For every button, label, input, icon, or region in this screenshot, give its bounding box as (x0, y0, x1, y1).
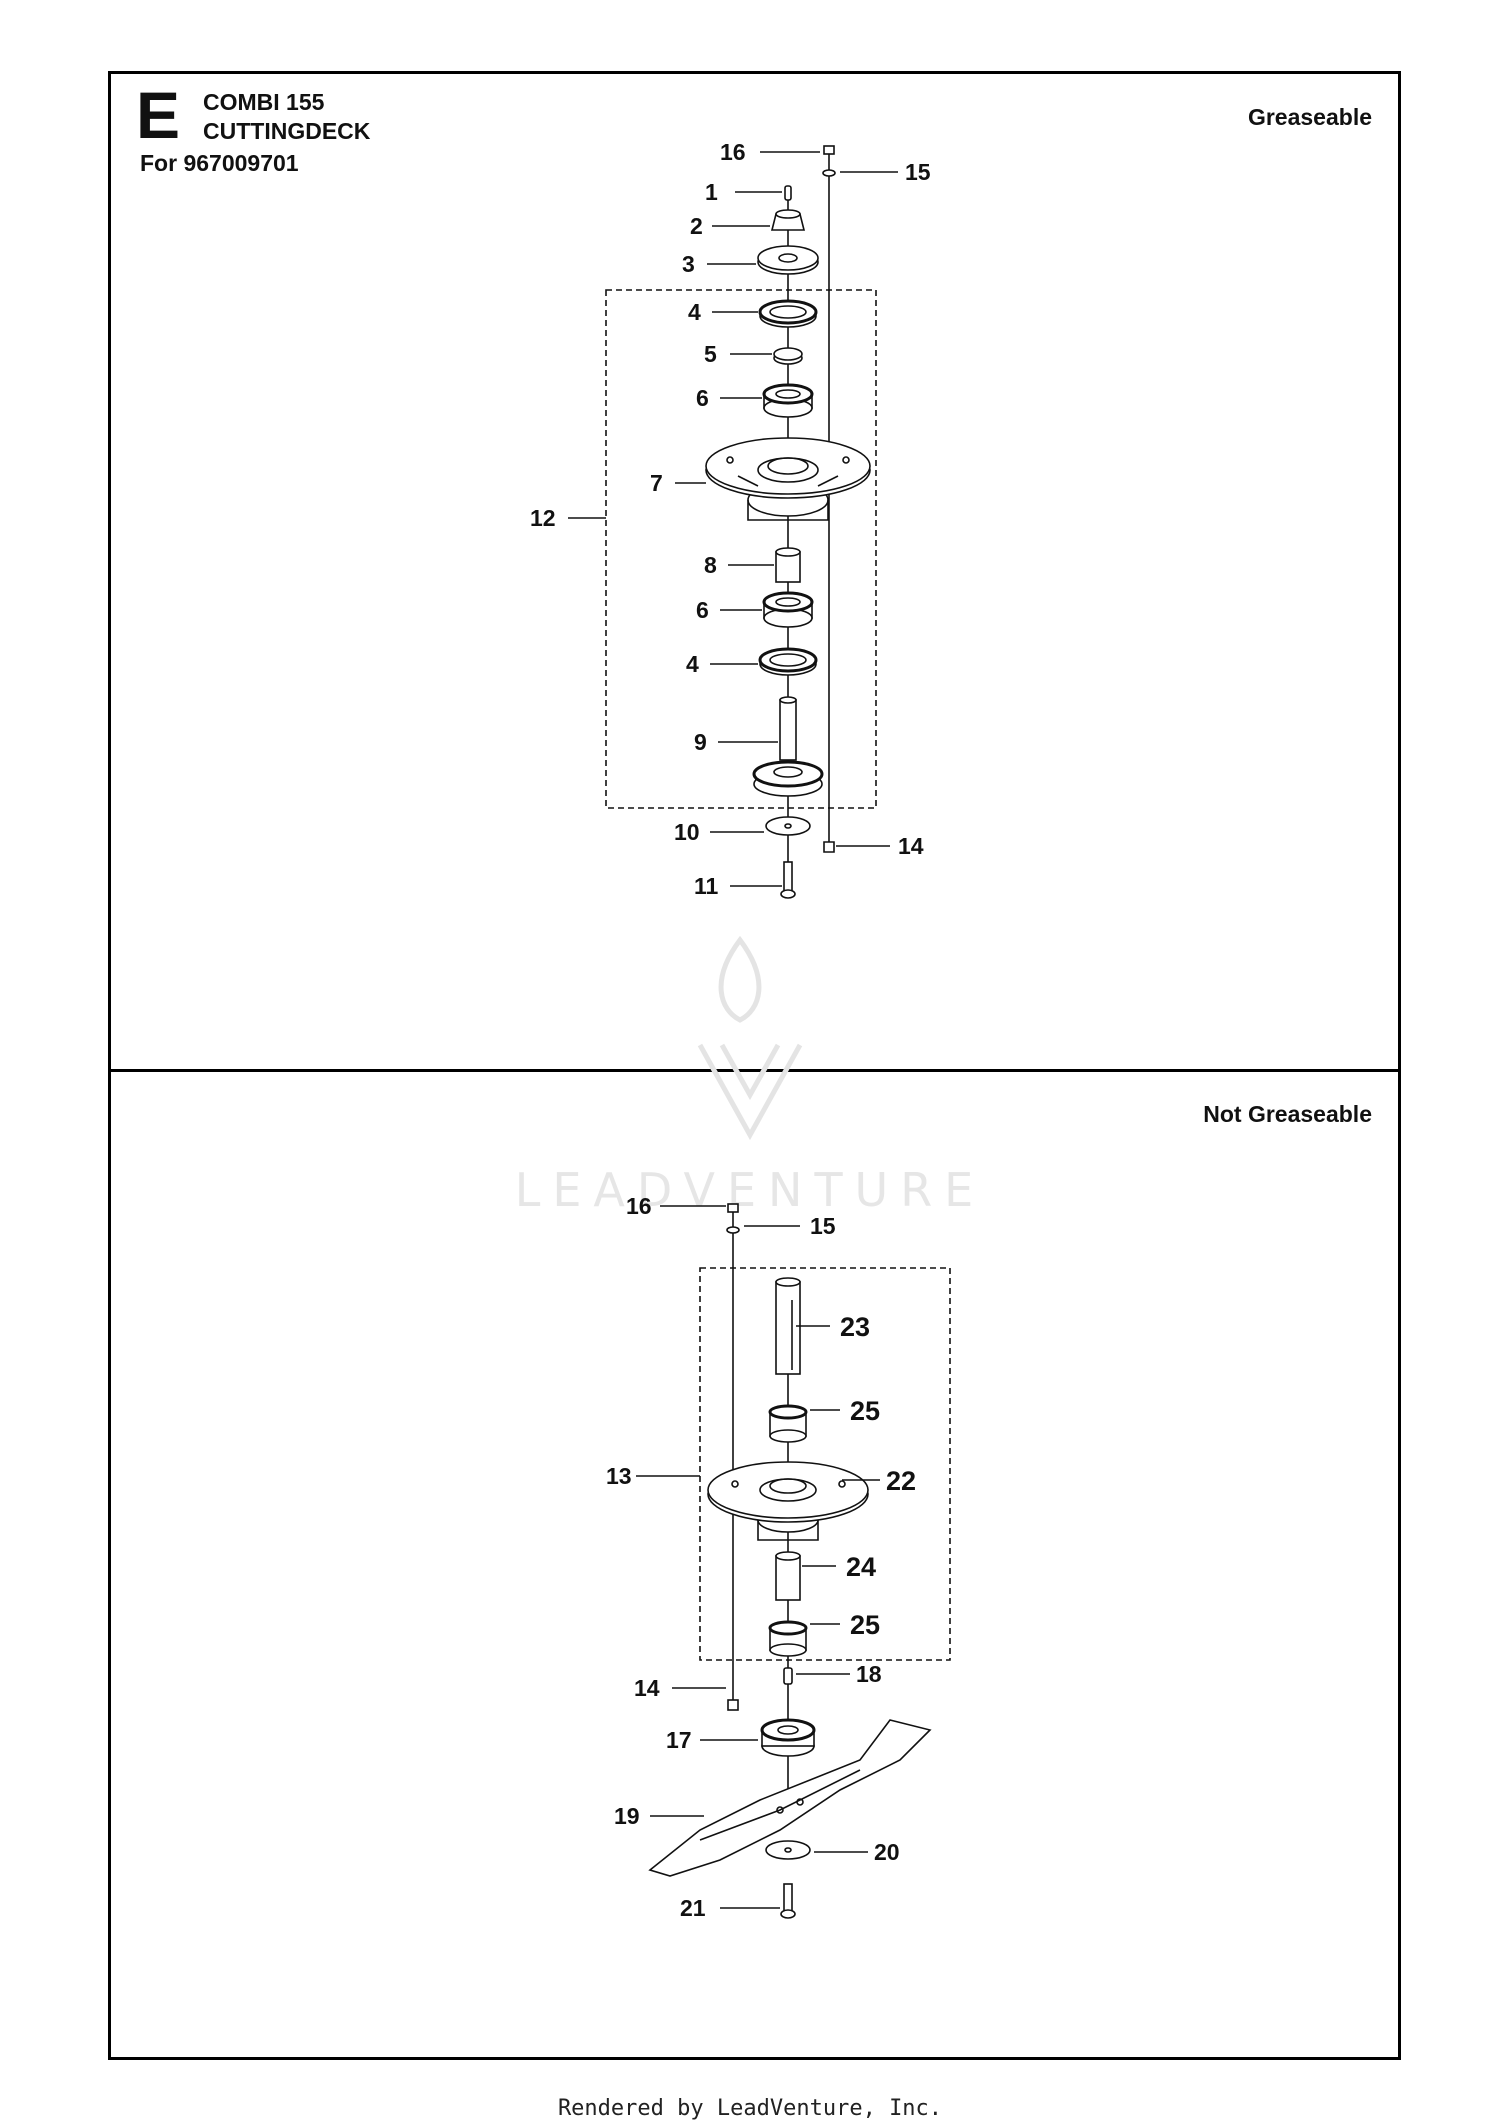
assembly-box-12 (605, 289, 877, 809)
callout-2: 2 (690, 213, 703, 239)
part-15-washer (822, 169, 836, 177)
top-callouts: 16 15 1 2 3 4 5 6 7 12 8 6 4 9 10 14 11 (530, 139, 931, 899)
callout-14: 14 (898, 833, 924, 859)
part-22-housing (707, 1461, 869, 1541)
callout-21: 21 (680, 1895, 706, 1921)
callout-1: 1 (705, 179, 718, 205)
model-line-2: CUTTINGDECK (203, 118, 371, 144)
callout-3: 3 (682, 251, 695, 277)
part-21-bolt (780, 1883, 796, 1919)
callout-15: 15 (905, 159, 931, 185)
part-10-washer (765, 816, 811, 836)
part-24-sleeve (775, 1555, 801, 1601)
part-16-nut (823, 145, 835, 155)
callout-8: 8 (704, 552, 717, 578)
callout-12: 12 (530, 505, 556, 531)
part-18-key (783, 1667, 793, 1685)
callout-11: 11 (694, 873, 719, 899)
part-17-hub (760, 1718, 816, 1757)
footer-credit: Rendered by LeadVenture, Inc. (557, 2096, 943, 2121)
part-14-bolt (823, 841, 835, 853)
callout-16-b: 16 (626, 1193, 652, 1219)
callout-23: 23 (840, 1312, 870, 1342)
callout-25-b: 25 (850, 1610, 880, 1640)
callout-13: 13 (606, 1463, 632, 1489)
diagram-frame (108, 71, 1401, 2060)
part-15-washer-b (726, 1226, 740, 1234)
not-greaseable-note: Not Greaseable (1203, 1101, 1372, 1127)
watermark-text: LEADVENTURE (514, 1163, 986, 1217)
part-19-blade (648, 1719, 932, 1877)
watermark-logo (697, 935, 803, 1141)
part-16-nut-b (727, 1203, 739, 1213)
greaseable-note: Greaseable (1247, 104, 1372, 130)
callout-15-b: 15 (810, 1213, 836, 1239)
callout-7: 7 (650, 470, 663, 496)
callout-22: 22 (886, 1466, 916, 1496)
part-9-spindle (752, 696, 824, 797)
part-20-washer (765, 1840, 811, 1860)
section-letter: E (136, 78, 181, 152)
part-14-bolt-b (727, 1699, 739, 1711)
callout-18: 18 (856, 1661, 882, 1687)
callout-6: 6 (696, 385, 709, 411)
model-line-1: COMBI 155 (203, 89, 325, 115)
part-11-bolt (780, 861, 796, 899)
part-1-pin (784, 185, 792, 201)
callout-17: 17 (666, 1727, 692, 1753)
assembly-box-13 (699, 1267, 951, 1661)
callout-24: 24 (846, 1552, 876, 1582)
callout-10: 10 (674, 819, 700, 845)
callout-6b: 6 (696, 597, 709, 623)
part-number-line: For 967009701 (140, 150, 299, 176)
callout-9: 9 (694, 729, 707, 755)
callout-5: 5 (704, 341, 717, 367)
part-7-housing (705, 437, 871, 521)
callout-20: 20 (874, 1839, 900, 1865)
callout-16: 16 (720, 139, 746, 165)
bottom-callouts: 16 15 23 25 13 22 24 25 14 18 17 19 20 2… (606, 1193, 916, 1921)
callout-14-b: 14 (634, 1675, 660, 1701)
callout-25: 25 (850, 1396, 880, 1426)
callout-4b: 4 (686, 651, 699, 677)
model-title: COMBI 155 CUTTINGDECK (203, 88, 370, 146)
panel-divider (108, 1069, 1401, 1072)
callout-19: 19 (614, 1803, 640, 1829)
part-8-sleeve (775, 551, 801, 583)
callout-4: 4 (688, 299, 701, 325)
part-23-shaft (775, 1277, 801, 1375)
